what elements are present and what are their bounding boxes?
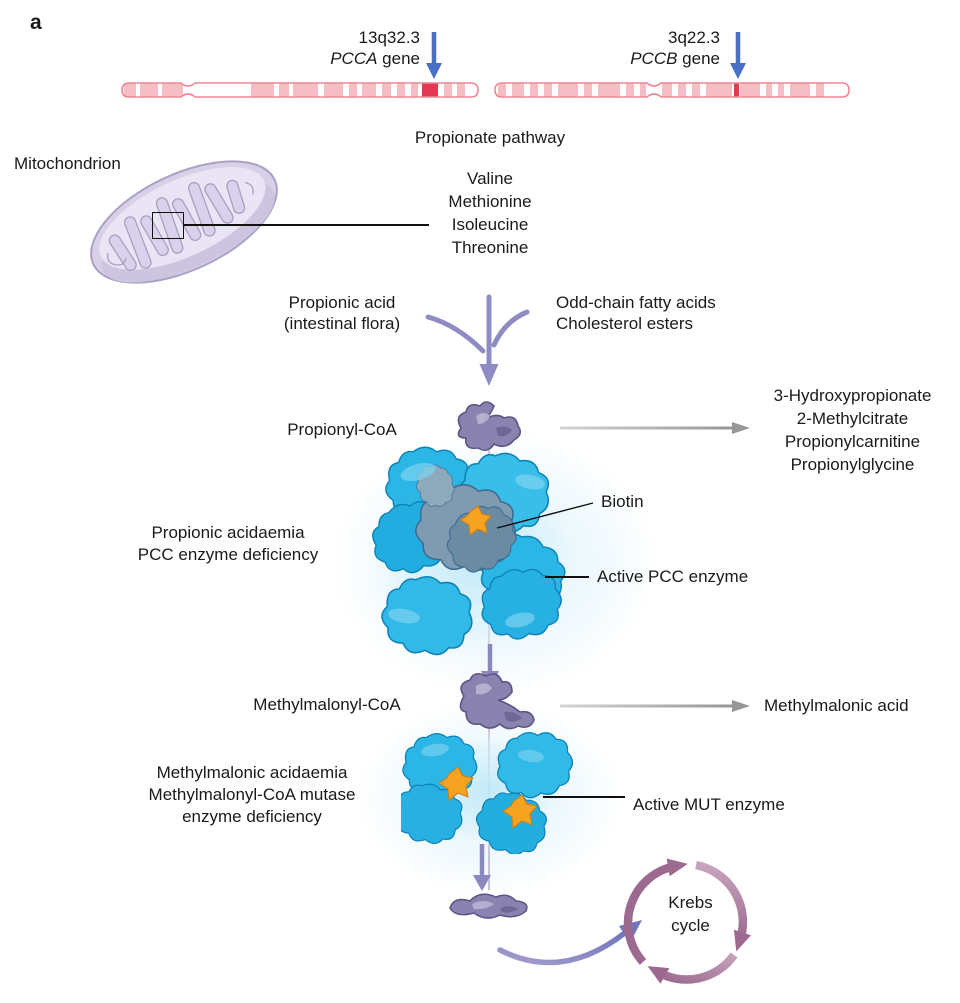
pcca-locus-label: 13q32.3	[358, 28, 420, 47]
active-mut-label: Active MUT enzyme	[633, 795, 785, 814]
mitochondrion-label: Mitochondrion	[14, 154, 121, 173]
pcca-arrow-icon	[426, 32, 442, 79]
pcc-enzyme-graphic	[360, 444, 590, 666]
step-arrow-icon	[473, 844, 491, 891]
alt-metabolite-item: Propionylglycine	[790, 455, 915, 474]
biotin-label: Biotin	[601, 492, 644, 511]
succinyl-coa-molecule	[449, 893, 528, 919]
chromosome-13-graphic	[121, 82, 479, 98]
pccb-locus-block: 3q22.3 PCCB gene	[580, 27, 720, 69]
methylmalonyl-coa-molecule	[459, 672, 535, 730]
converge-arrow-icon	[425, 294, 530, 386]
krebs-cycle-label: Krebs cycle	[668, 893, 713, 935]
bypass-arrow-icon	[560, 422, 750, 434]
active-pcc-pointer-line	[545, 576, 589, 578]
bypass-arrow-icon	[560, 700, 750, 712]
cobalamin-spot-left	[438, 766, 474, 801]
amino-acid-list: Valine Methionine Isoleucine Threonine	[390, 167, 590, 259]
amino-acid-item: Methionine	[448, 192, 532, 211]
chromosome-3-graphic	[494, 82, 850, 98]
pccb-arrow-icon	[730, 32, 746, 79]
propionic-acid-label: Propionic acid (intestinal flora)	[283, 293, 401, 333]
propionyl-coa-molecule	[457, 401, 522, 452]
amino-acid-item: Isoleucine	[451, 215, 529, 234]
krebs-cycle-graphic	[623, 858, 752, 984]
pccb-gene-label: PCCB gene	[630, 49, 720, 68]
pccb-locus-label: 3q22.3	[668, 28, 720, 47]
pcca-gene-label: PCCA gene	[330, 49, 420, 68]
pcca-locus-block: 13q32.3 PCCA gene	[280, 27, 420, 69]
odd-chain-label: Odd-chain fatty acids Cholesterol esters	[556, 293, 716, 333]
methylmalonic-acid-label: Methylmalonic acid	[764, 696, 909, 715]
panel-label: a	[30, 11, 42, 34]
active-pcc-label: Active PCC enzyme	[597, 567, 749, 586]
zoom-box	[152, 212, 184, 239]
pathway-title: Propionate pathway	[414, 128, 566, 147]
mut-enzyme-graphic	[401, 728, 573, 854]
cobalamin-spot-right	[502, 794, 538, 829]
mitochondrion-graphic	[90, 160, 278, 284]
alt-metabolite-item: 3-Hydroxypropionate	[773, 386, 932, 405]
pcc-disease-label: Propionic acidaemia PCC enzyme deficienc…	[137, 523, 319, 564]
amino-acid-item: Valine	[467, 169, 513, 188]
methylmalonyl-coa-label: Methylmalonyl-CoA	[253, 695, 401, 714]
biotin-spot	[460, 505, 492, 536]
alt-metabolite-item: Propionylcarnitine	[784, 432, 921, 451]
alt-metabolite-item: 2-Methylcitrate	[796, 409, 909, 428]
mut-disease-label: Methylmalonic acidaemia Methylmalonyl-Co…	[148, 763, 356, 826]
active-mut-pointer-line	[543, 796, 625, 798]
zoom-connector-line	[183, 224, 429, 226]
biotin-pointer-line	[496, 502, 594, 529]
alt-metabolite-list: 3-Hydroxypropionate 2-Methylcitrate Prop…	[740, 384, 960, 476]
propionyl-coa-label: Propionyl-CoA	[287, 420, 397, 439]
amino-acid-item: Threonine	[451, 238, 529, 257]
